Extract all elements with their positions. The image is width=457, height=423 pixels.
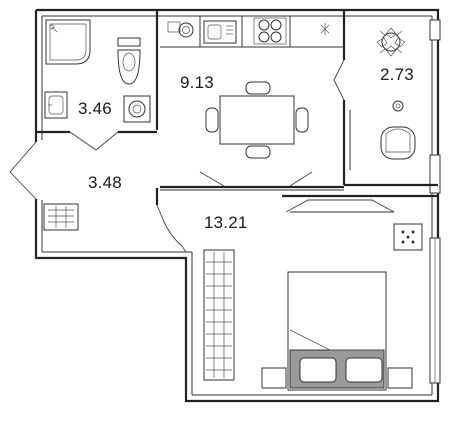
kitchen-area-label: 9.13 xyxy=(180,73,214,92)
area-labels: 3.46 9.13 2.73 3.48 13.21 xyxy=(78,65,414,232)
bathroom-fixtures xyxy=(44,19,151,151)
exterior-walls xyxy=(34,8,440,403)
bathroom-area-label: 3.46 xyxy=(78,99,112,118)
bedroom-fixtures xyxy=(203,199,423,391)
kitchen-fixtures xyxy=(160,16,345,187)
interior-walls xyxy=(36,10,438,205)
windows xyxy=(429,19,441,384)
fridge-icon xyxy=(320,23,330,35)
hall-fixtures xyxy=(9,141,187,253)
hall-area-label: 3.48 xyxy=(88,173,122,192)
bedroom-area-label: 13.21 xyxy=(204,213,248,232)
balcony-fixtures xyxy=(349,27,416,170)
plant-icon xyxy=(376,27,406,57)
balcony-area-label: 2.73 xyxy=(380,65,414,84)
